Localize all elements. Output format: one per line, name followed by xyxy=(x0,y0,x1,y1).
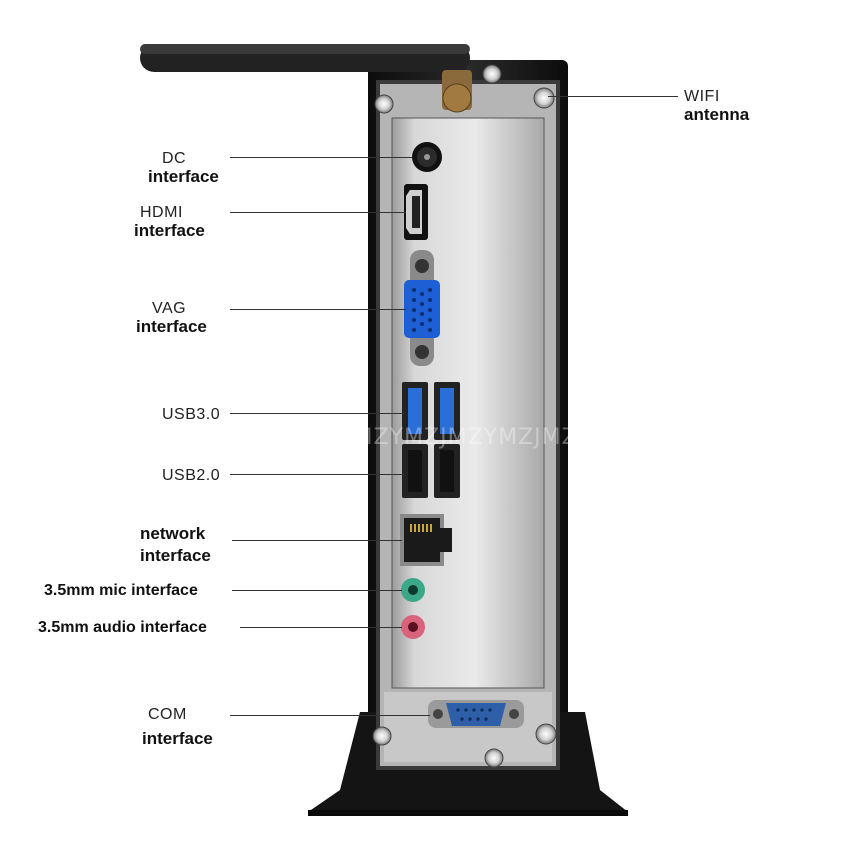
label-hdmi-interface: HDMI interface xyxy=(134,204,205,240)
leader-hdmi xyxy=(230,212,406,213)
label-dc-interface: DC interface xyxy=(148,150,219,186)
ethernet-port-icon xyxy=(400,514,452,566)
label-dc-line2: interface xyxy=(148,167,219,186)
mic-jack-icon xyxy=(401,578,425,602)
label-wifi-line1: WIFI xyxy=(684,88,720,105)
label-mic-interface: 3.5mm mic interface xyxy=(44,582,198,600)
vga-port-icon xyxy=(404,250,440,366)
label-com-line2: interface xyxy=(142,729,213,748)
label-audio-interface: 3.5mm audio interface xyxy=(38,619,207,637)
leader-dc xyxy=(230,157,412,158)
label-hdmi-line2: interface xyxy=(134,221,205,240)
label-usb3: USB3.0 xyxy=(162,406,220,424)
label-vag-line1: VAG xyxy=(152,300,187,317)
label-vag-line2: interface xyxy=(136,317,207,336)
audio-jack-icon xyxy=(401,615,425,639)
leader-mic xyxy=(232,590,402,591)
hdmi-port-icon xyxy=(404,184,428,240)
label-network-line1: network xyxy=(140,524,206,543)
leader-com xyxy=(230,715,430,716)
wifi-antenna-icon xyxy=(140,44,472,113)
label-usb2: USB2.0 xyxy=(162,467,220,485)
usb3-port-icon xyxy=(402,382,460,440)
leader-usb2 xyxy=(230,474,404,475)
dc-jack-icon xyxy=(412,142,442,172)
label-com-interface: COM interface xyxy=(142,706,213,748)
leader-vag xyxy=(230,309,406,310)
label-wifi-line2: antenna xyxy=(684,105,750,124)
leader-audio xyxy=(240,627,402,628)
label-com-line1: COM xyxy=(148,706,187,723)
com-port-icon xyxy=(428,700,524,728)
usb2-port-icon xyxy=(402,444,460,498)
leader-wifi xyxy=(548,96,678,97)
screw-icon xyxy=(372,64,557,768)
label-hdmi-line1: HDMI xyxy=(140,204,183,221)
label-usb2-line1: USB2.0 xyxy=(162,467,221,484)
leader-usb3 xyxy=(230,413,404,414)
label-network-line2: interface xyxy=(140,546,211,565)
label-mic-line1: 3.5mm mic interface xyxy=(44,582,198,599)
label-dc-line1: DC xyxy=(162,150,187,167)
label-usb3-line1: USB3.0 xyxy=(162,406,221,423)
label-network-interface: network interface xyxy=(140,525,211,565)
leader-network xyxy=(232,540,402,541)
label-audio-line1: 3.5mm audio interface xyxy=(38,619,207,636)
label-wifi-antenna: WIFI antenna xyxy=(684,88,749,124)
label-vag-interface: VAG interface xyxy=(136,300,207,336)
